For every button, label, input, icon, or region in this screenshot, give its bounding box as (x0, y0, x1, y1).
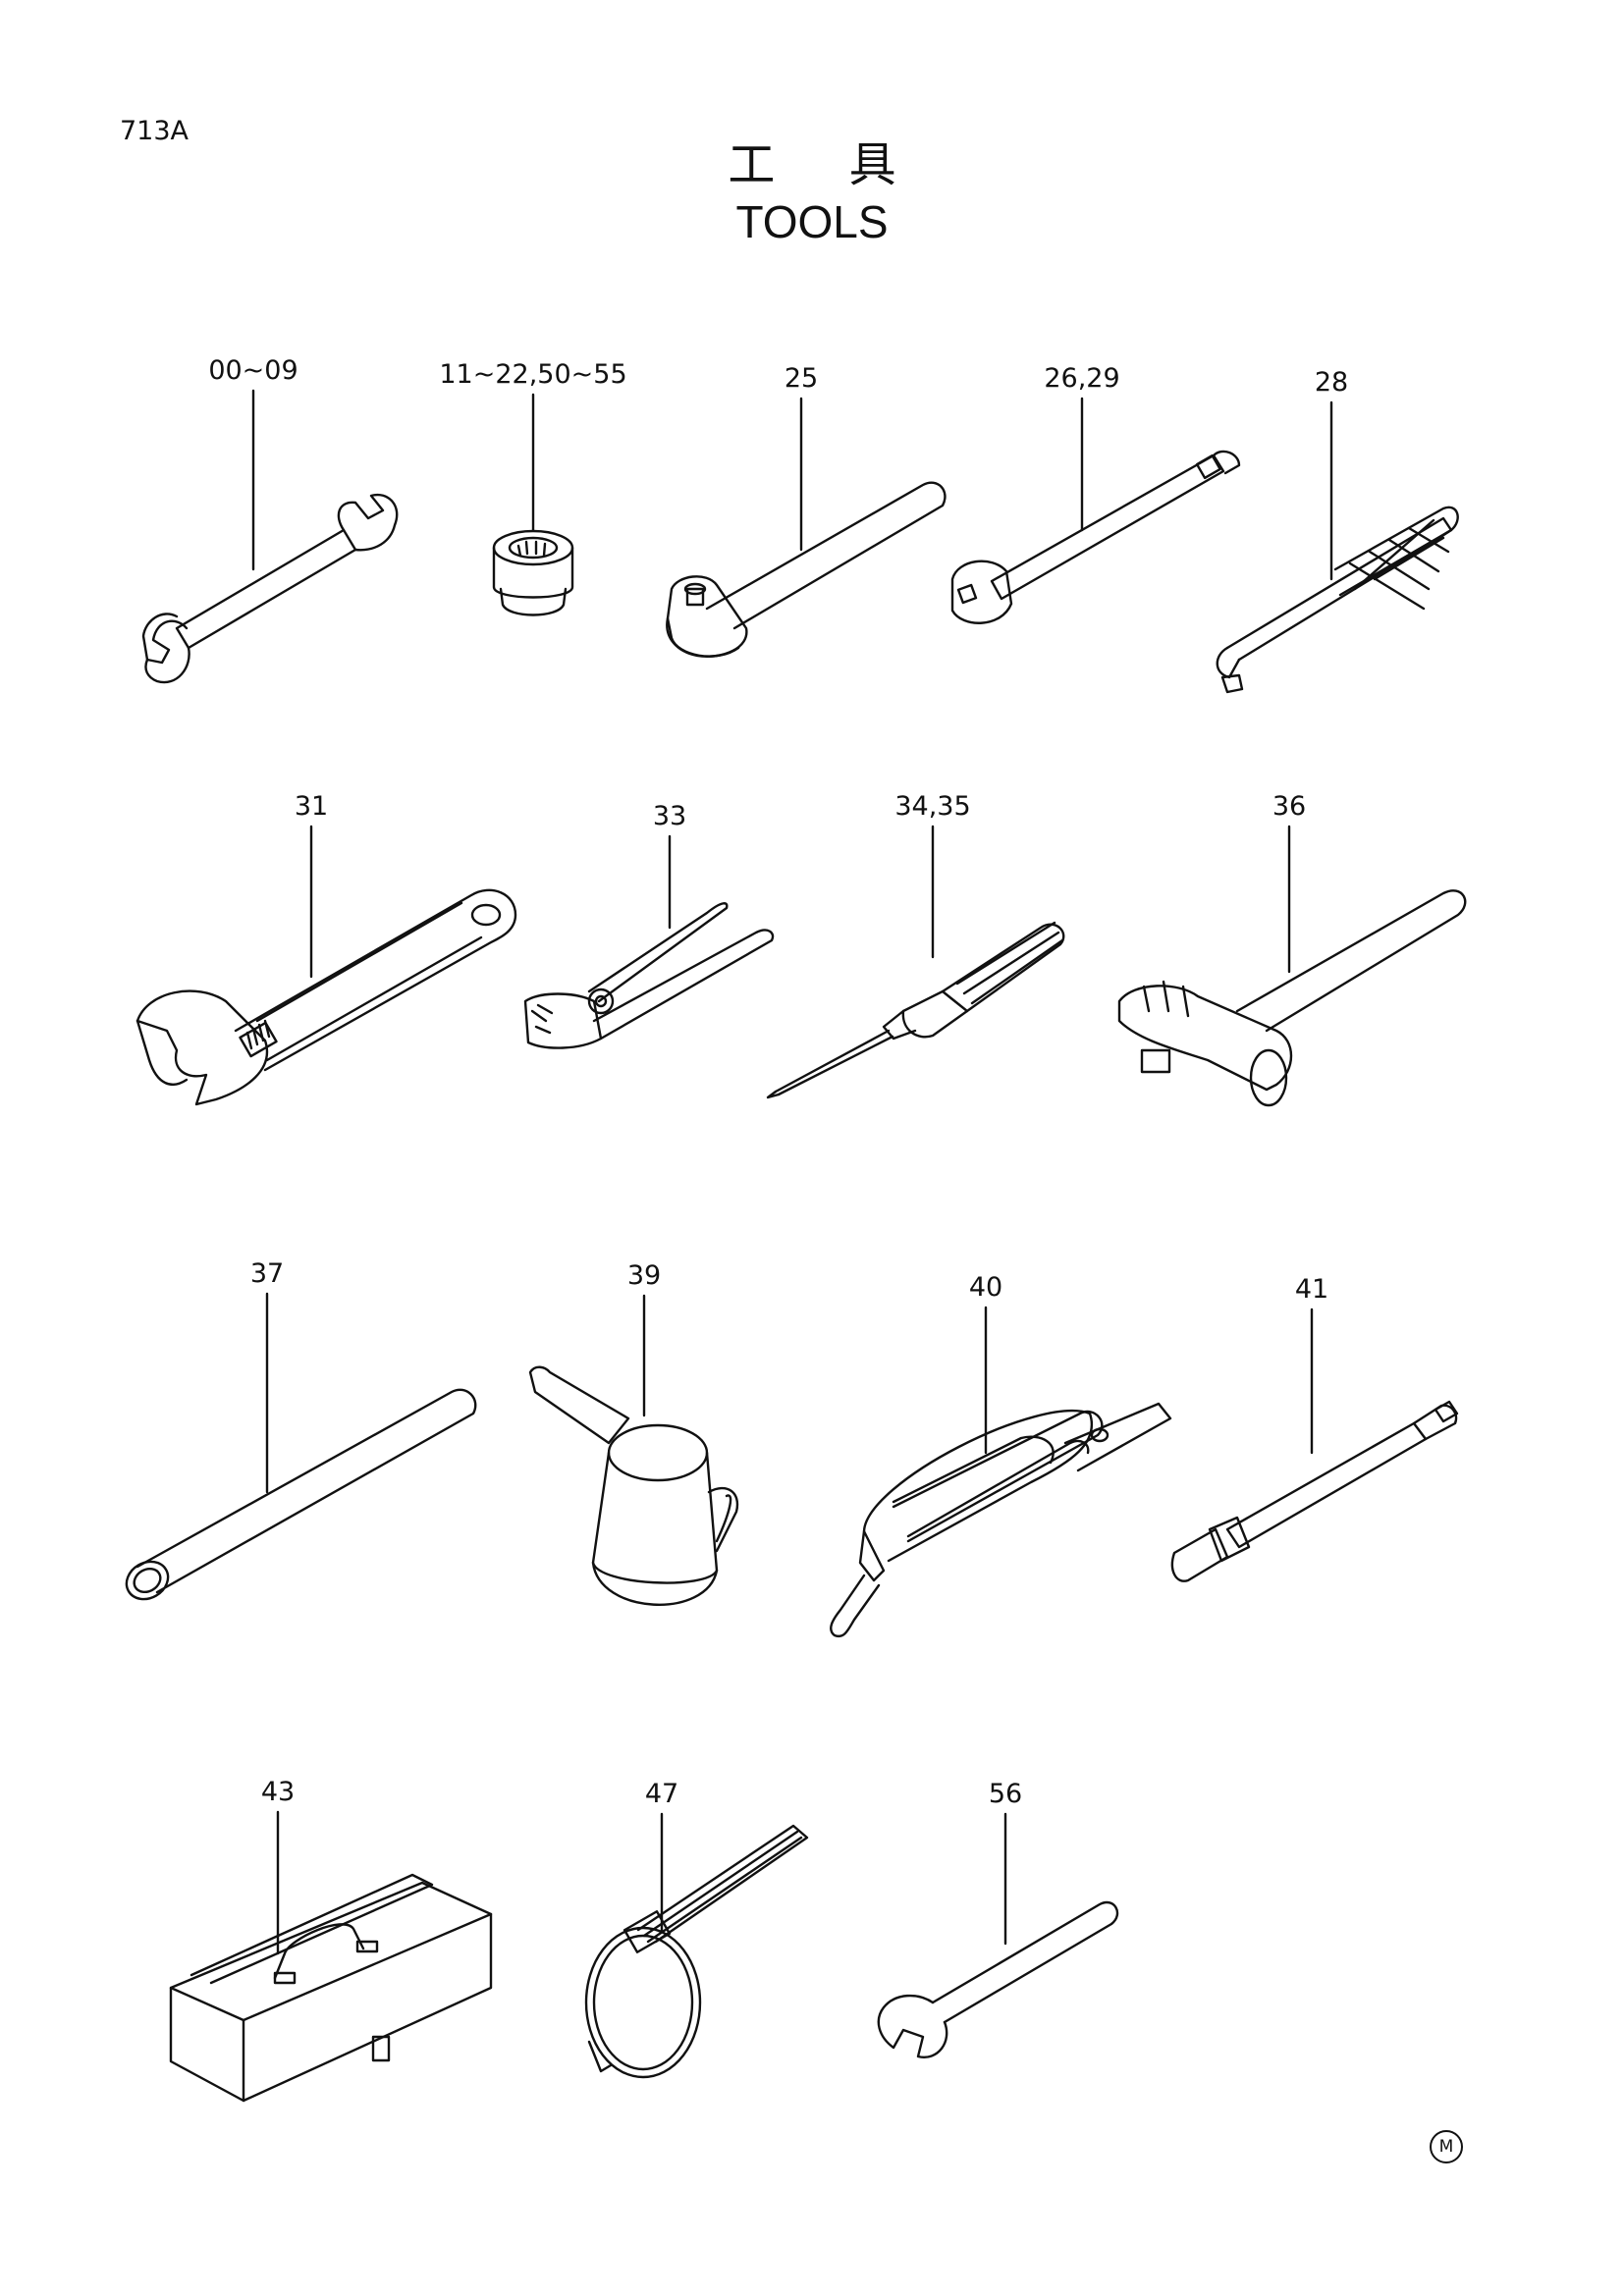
callout-extension-bar: 26,29 (1044, 363, 1120, 394)
callout-single-wrench: 56 (988, 1779, 1023, 1809)
callout-hex-key: 28 (1314, 367, 1349, 398)
callout-tool-box: 43 (260, 1777, 296, 1807)
ratchet-handle-icon (666, 481, 947, 658)
socket-icon (492, 529, 574, 616)
filter-wrench-icon (584, 1824, 809, 2079)
page-code: 713A (120, 116, 189, 146)
leader-lines (251, 389, 1333, 1955)
screwdriver-icon (766, 921, 1065, 1099)
callout-filter-wrench: 47 (644, 1779, 679, 1809)
callout-pliers: 33 (652, 801, 687, 831)
hex-key-icon (1216, 506, 1459, 694)
extension-bar-icon (950, 450, 1241, 624)
registered-mark: M (1430, 2130, 1463, 2163)
oil-can-icon (528, 1365, 739, 1606)
tool-box-icon (169, 1873, 493, 2103)
pipe-icon (125, 1388, 477, 1601)
hammer-icon (1117, 889, 1467, 1107)
callout-grease-gun: 40 (968, 1272, 1003, 1303)
callout-adjustable-wrench: 31 (294, 791, 329, 822)
callout-ratchet: 25 (784, 363, 819, 394)
callout-screwdriver: 34,35 (894, 791, 971, 822)
callout-oil-can: 39 (626, 1260, 662, 1291)
double-open-end-wrench-icon (141, 493, 399, 684)
pliers-icon (523, 902, 775, 1049)
grease-gun-icon (830, 1402, 1172, 1638)
callout-pipe: 37 (249, 1258, 285, 1289)
callout-socket: 11~22,50~55 (439, 359, 627, 390)
single-open-end-wrench-icon (877, 1900, 1119, 2058)
hose-icon (1170, 1400, 1459, 1582)
title-japanese: 工 具 (728, 137, 926, 192)
callout-wrench-double: 00~09 (208, 355, 298, 386)
title-english: TOOLS (735, 196, 889, 247)
callout-hammer: 36 (1272, 791, 1307, 822)
callout-hose: 41 (1294, 1274, 1329, 1305)
page-title: 工 具 TOOLS (0, 135, 1624, 249)
adjustable-wrench-icon (135, 888, 517, 1106)
